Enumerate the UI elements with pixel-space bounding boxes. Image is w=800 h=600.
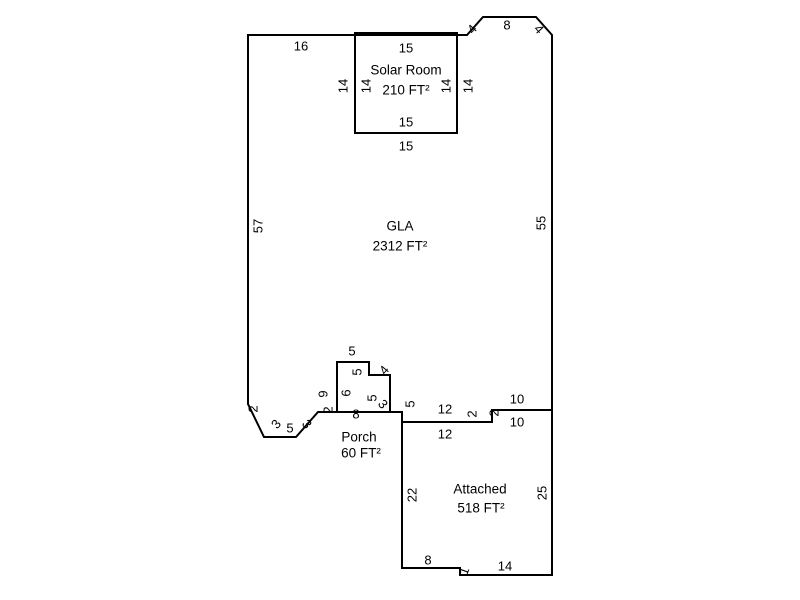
dim-porch-left-inner: 6 bbox=[339, 389, 354, 396]
dim-10-bottom: 10 bbox=[510, 415, 524, 430]
dim-attached-left: 22 bbox=[405, 488, 420, 502]
dim-2-inner: 2 bbox=[465, 410, 480, 417]
dim-bl-corner-left: 2 bbox=[246, 405, 261, 412]
solar-area-label: 210 FT² bbox=[382, 83, 430, 98]
dim-porch-top: 5 bbox=[348, 344, 355, 359]
attached-outline bbox=[401, 409, 553, 576]
solar-room-outline bbox=[354, 32, 458, 134]
gla-name-label: GLA bbox=[386, 219, 413, 234]
dim-attached-jog: 1 bbox=[456, 565, 473, 577]
dim-bay-right: 4 bbox=[531, 21, 547, 36]
dim-bay-top: 8 bbox=[503, 18, 510, 33]
dim-solar-bottom-inner: 15 bbox=[399, 115, 413, 130]
attached-name-label: Attached bbox=[453, 482, 506, 497]
dim-12-top: 12 bbox=[438, 402, 452, 417]
porch-name-label: Porch bbox=[341, 430, 376, 445]
dim-bl-chamfer-right: 3 bbox=[299, 416, 315, 431]
dim-solar-bottom-outer: 15 bbox=[399, 139, 413, 154]
dim-solar-top: 15 bbox=[399, 41, 413, 56]
dim-solar-right-outer: 14 bbox=[461, 79, 476, 93]
dim-bl-corner-right: 2 bbox=[321, 406, 336, 413]
dim-gla-top: 16 bbox=[294, 39, 308, 54]
dim-gla-right: 55 bbox=[534, 216, 549, 230]
attached-area-label: 518 FT² bbox=[457, 501, 505, 516]
dim-attached-right: 25 bbox=[535, 486, 550, 500]
dim-solar-left-inner: 14 bbox=[359, 79, 374, 93]
dim-porch-bottom: 8 bbox=[352, 407, 359, 422]
gla-area-label: 2312 FT² bbox=[373, 239, 428, 254]
dim-attached-bottom: 14 bbox=[498, 559, 512, 574]
solar-name-label: Solar Room bbox=[370, 63, 441, 78]
dim-bl-chamfer-left: 3 bbox=[268, 416, 284, 431]
dim-gla-left: 57 bbox=[251, 219, 266, 233]
porch-area-label: 60 FT² bbox=[341, 446, 381, 461]
dim-attached-bottom-left: 8 bbox=[424, 553, 431, 568]
dim-porch-inner-right: 5 bbox=[350, 368, 365, 375]
dim-gla-porch-step: 5 bbox=[403, 400, 418, 407]
dim-12-bottom: 12 bbox=[438, 427, 452, 442]
porch-outline bbox=[336, 361, 391, 413]
dim-bl-chamfer-bottom: 5 bbox=[286, 421, 293, 436]
dim-porch-right-inner: 5 bbox=[365, 394, 380, 401]
dim-10-top: 10 bbox=[510, 392, 524, 407]
dim-solar-left-outer: 14 bbox=[336, 79, 351, 93]
dim-solar-right-inner: 14 bbox=[439, 79, 454, 93]
dim-2-outer: 2 bbox=[487, 409, 502, 416]
dim-porch-left-outer: 9 bbox=[316, 390, 331, 397]
